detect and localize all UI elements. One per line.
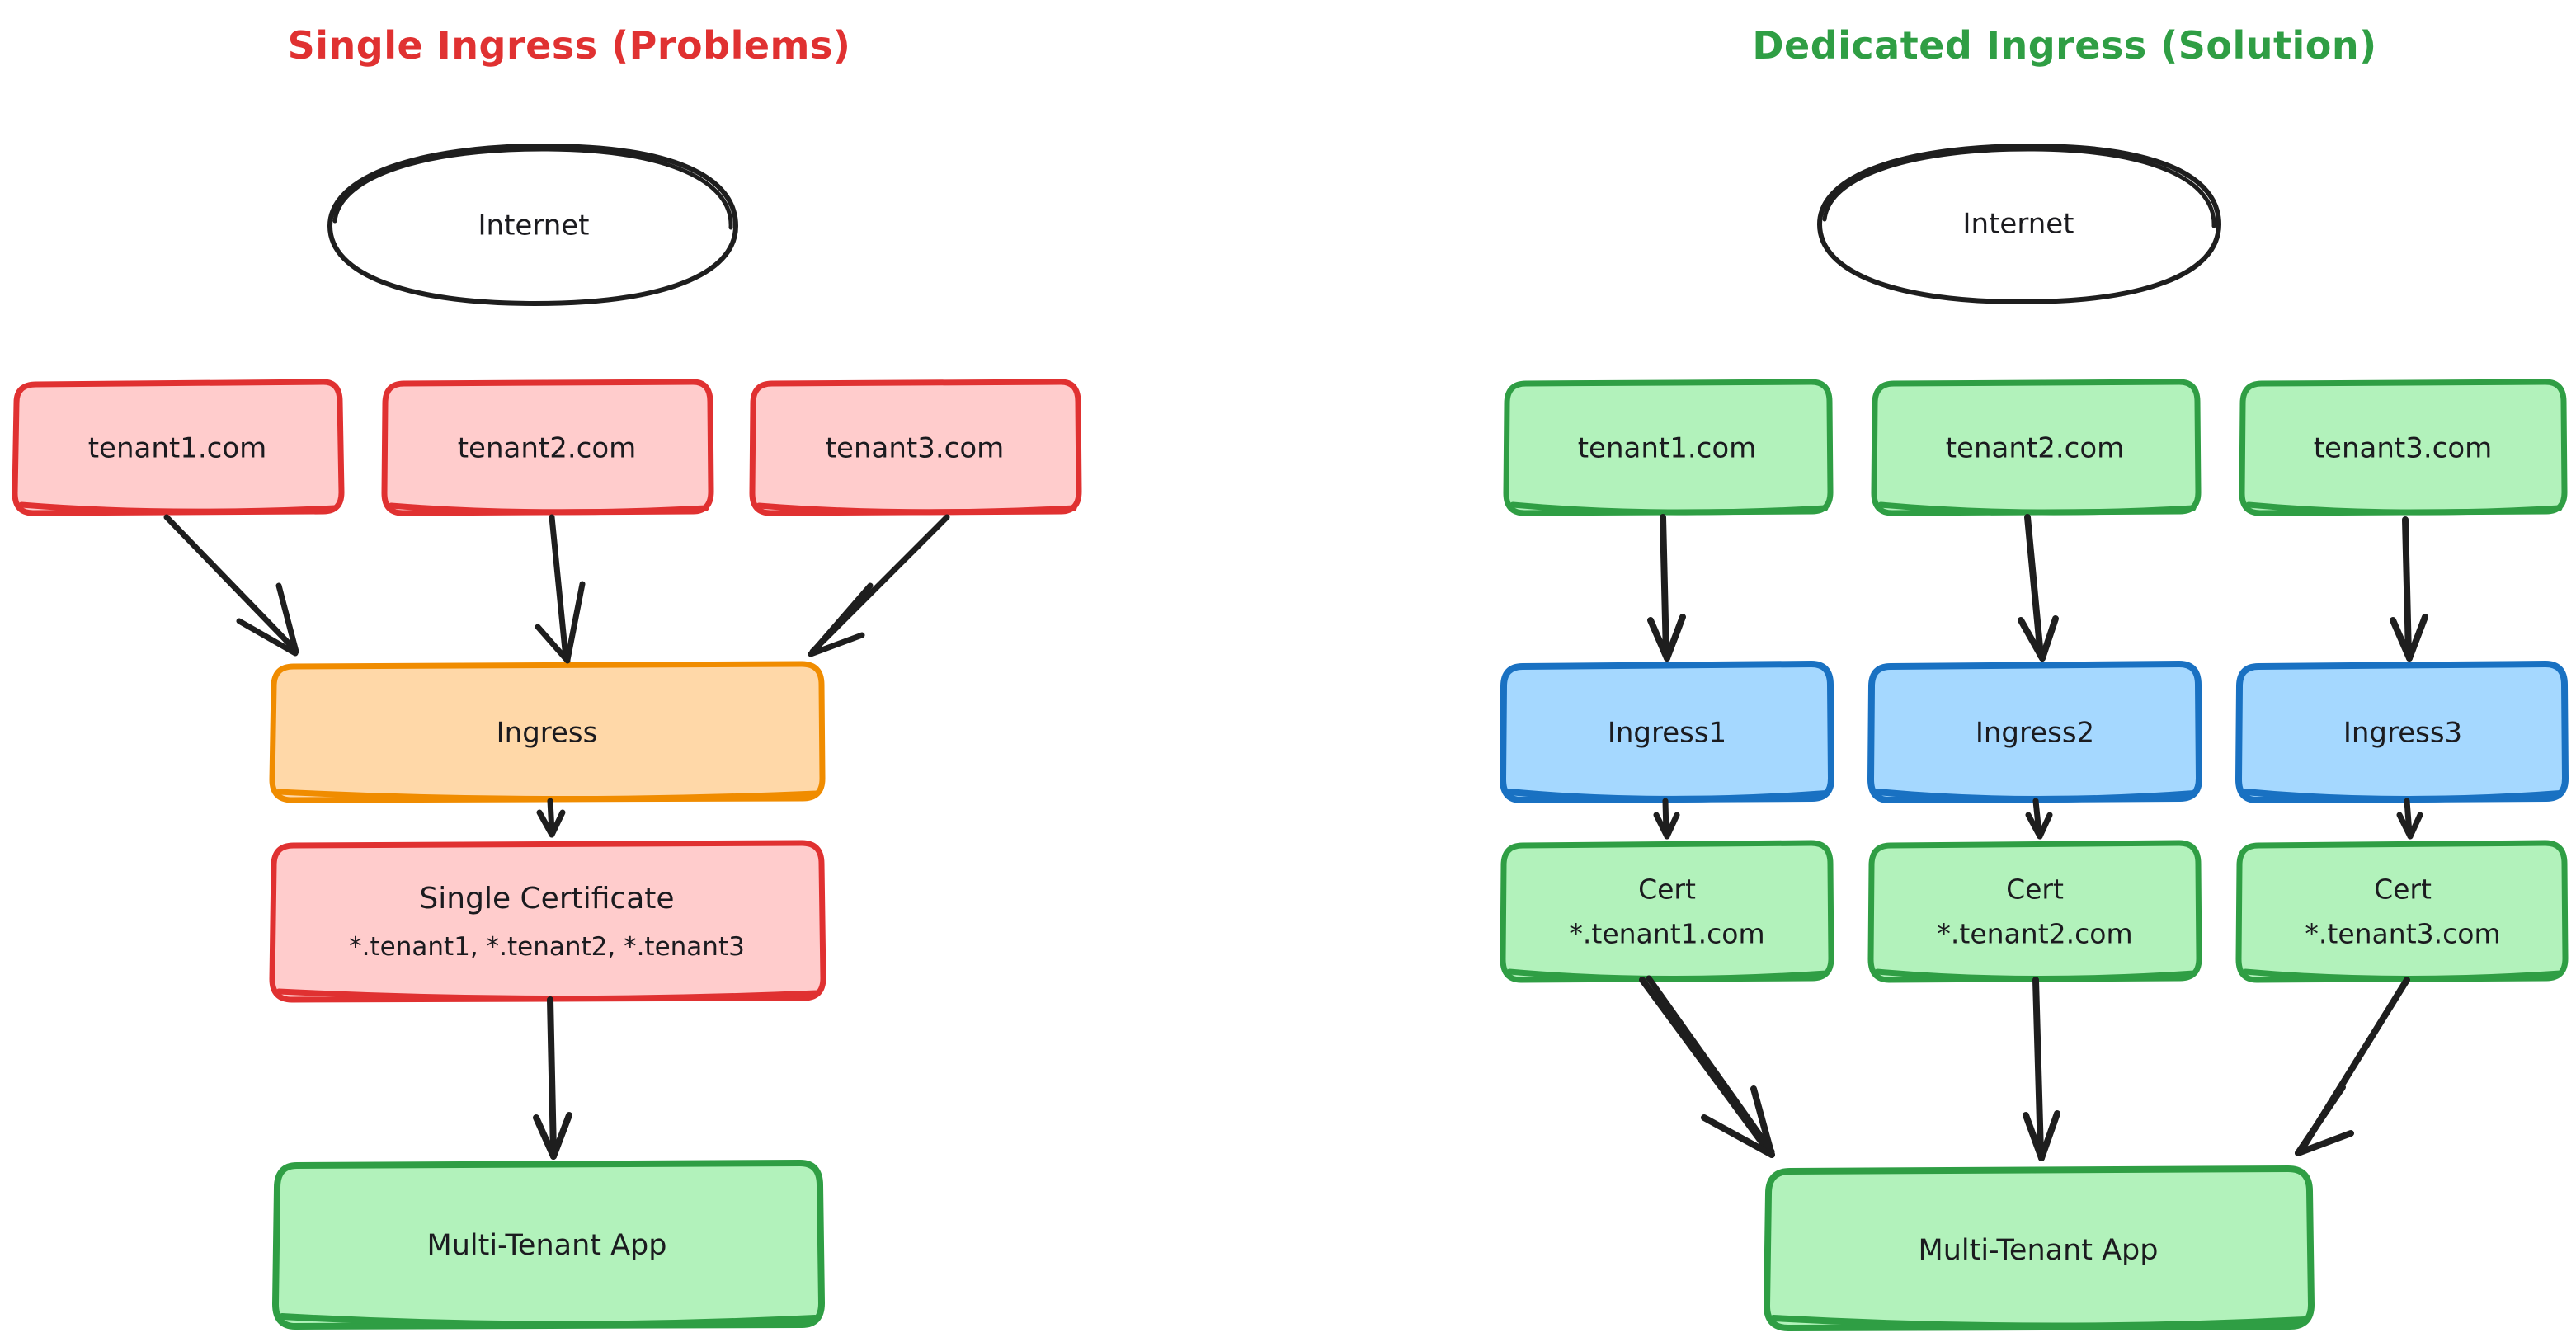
edge-right-cert3-app <box>2295 977 2410 1156</box>
edge-right-ingress1-cert1 <box>1653 798 1680 840</box>
node-right-cert2 <box>1867 840 2202 983</box>
node-left-app <box>272 1160 825 1330</box>
edge-right-tenant3-ingress3 <box>2390 516 2428 662</box>
node-right-tenant2 <box>1871 379 2202 516</box>
node-left-ingress <box>269 661 826 803</box>
edge-left-tenant1-ingress <box>163 514 299 657</box>
panel-title-left: Single Ingress (Problems) <box>287 23 851 68</box>
edge-left-tenant3-ingress <box>808 514 950 657</box>
node-left-internet <box>327 143 739 307</box>
edge-right-ingress2-cert2 <box>2025 798 2053 840</box>
node-right-cert3 <box>2235 840 2569 983</box>
node-left-tenant3 <box>749 379 1082 516</box>
node-left-tenant1 <box>12 379 345 516</box>
edge-right-cert1-app <box>1639 975 1775 1158</box>
node-right-ingress3 <box>2235 661 2569 803</box>
node-right-tenant3 <box>2239 379 2568 516</box>
edge-right-cert2-app <box>2023 977 2060 1161</box>
edge-right-ingress3-cert3 <box>2396 798 2423 840</box>
node-left-cert <box>269 840 826 1003</box>
node-right-cert1 <box>1500 840 1834 983</box>
edge-left-ingress-cert <box>536 798 566 838</box>
node-right-ingress2 <box>1867 661 2202 803</box>
node-right-app <box>1764 1165 2315 1331</box>
edge-right-tenant1-ingress1 <box>1647 514 1686 662</box>
panel-title-right: Dedicated Ingress (Solution) <box>1752 23 2377 68</box>
edge-left-cert-app <box>533 996 572 1160</box>
edge-right-tenant2-ingress2 <box>2018 514 2059 662</box>
node-right-ingress1 <box>1500 661 1834 803</box>
edge-left-tenant2-ingress <box>535 514 586 664</box>
node-right-internet <box>1816 143 2222 305</box>
node-right-tenant1 <box>1503 379 1834 516</box>
node-left-tenant2 <box>381 379 714 516</box>
